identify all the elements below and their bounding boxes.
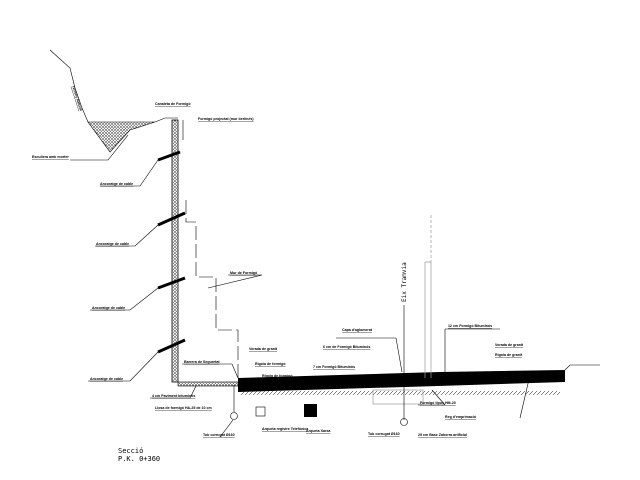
catenary-pole <box>424 260 432 378</box>
canal-edge <box>154 117 178 123</box>
leader-lines <box>70 134 531 438</box>
label-pavement-left: 4 cm Paviment bituminós <box>152 394 195 398</box>
label-layer-12: 12 cm Formigó Bituminós <box>448 324 492 328</box>
shotcrete-wall <box>171 119 179 383</box>
label-curb-left: Vorada de granit <box>249 347 278 351</box>
label-manhole-net: Arqueta Xarxa <box>306 429 331 433</box>
wall-base <box>177 381 239 387</box>
label-canal: Canaleta de Formigó <box>155 102 191 106</box>
tram-slab-box <box>372 389 424 405</box>
right-curb <box>564 364 600 371</box>
label-riprap: Escullera amb morter <box>32 155 69 159</box>
label-base: 25 cm Base Zahorra artificial <box>418 433 467 437</box>
label-concrete-type: Formigó tipus HM-20 <box>420 401 456 405</box>
section-title: Secció <box>118 447 143 455</box>
label-anchor-4: Ancoratge de cable <box>90 377 123 381</box>
anchor-2 <box>157 211 186 227</box>
label-anchor-2: Ancoratge de cable <box>96 242 129 246</box>
anchor-4 <box>157 338 186 354</box>
layer-separator <box>239 375 561 384</box>
label-wall: Mur de Formigó <box>230 271 258 275</box>
label-pipe-right: Tub corrugat Ø160 <box>368 432 400 436</box>
axis-label: Eix Tramvia <box>401 262 408 302</box>
road-layers <box>238 370 565 392</box>
manhole-network-icon <box>304 404 317 417</box>
label-shotcrete: Formigó projectat (mur berlinès) <box>198 117 254 121</box>
label-curb-right: Vorada de granit <box>495 343 524 347</box>
label-layer-6: 6 cm de Formigó Bituminós <box>323 345 370 349</box>
label-barrier: Barrera de Seguretat <box>184 360 220 364</box>
label-layer-7: 7 cm Formigó Bituminós <box>313 365 355 369</box>
anchor-3 <box>157 276 186 290</box>
label-subbase: Reg d'emprimació <box>445 415 477 419</box>
concrete-wall-outline <box>185 200 239 378</box>
anchors <box>157 150 186 354</box>
section-pk: P.K. 0+360 <box>118 455 160 463</box>
label-gutter-1: Rigola de formigó <box>255 362 286 366</box>
manhole-telefonica-icon <box>255 406 266 417</box>
label-terrain: Terreny Natural <box>71 85 83 111</box>
pipe-right-icon <box>400 418 408 426</box>
anchor-1 <box>157 150 181 162</box>
label-slab: Llosa de formigó HA-25 de 10 cm <box>155 406 212 410</box>
pipe-left-icon <box>230 412 238 420</box>
terrain-line <box>49 49 89 123</box>
label-anchor-1: Ancoratge de cable <box>100 182 133 186</box>
riprap <box>87 121 156 153</box>
label-anchor-3: Ancoratge de cable <box>92 306 125 310</box>
label-binder: Capa d'aglomerat <box>342 328 373 332</box>
label-gutter-2: Rigola de formigó <box>262 374 293 378</box>
label-pipe-left: Tub corrugat Ø160 <box>203 433 235 437</box>
label-manhole-tel: Arqueta registre Telefònica <box>262 427 309 431</box>
label-gutter-right: Rigola de granit <box>495 353 523 357</box>
subgrade-hatch <box>240 391 560 395</box>
